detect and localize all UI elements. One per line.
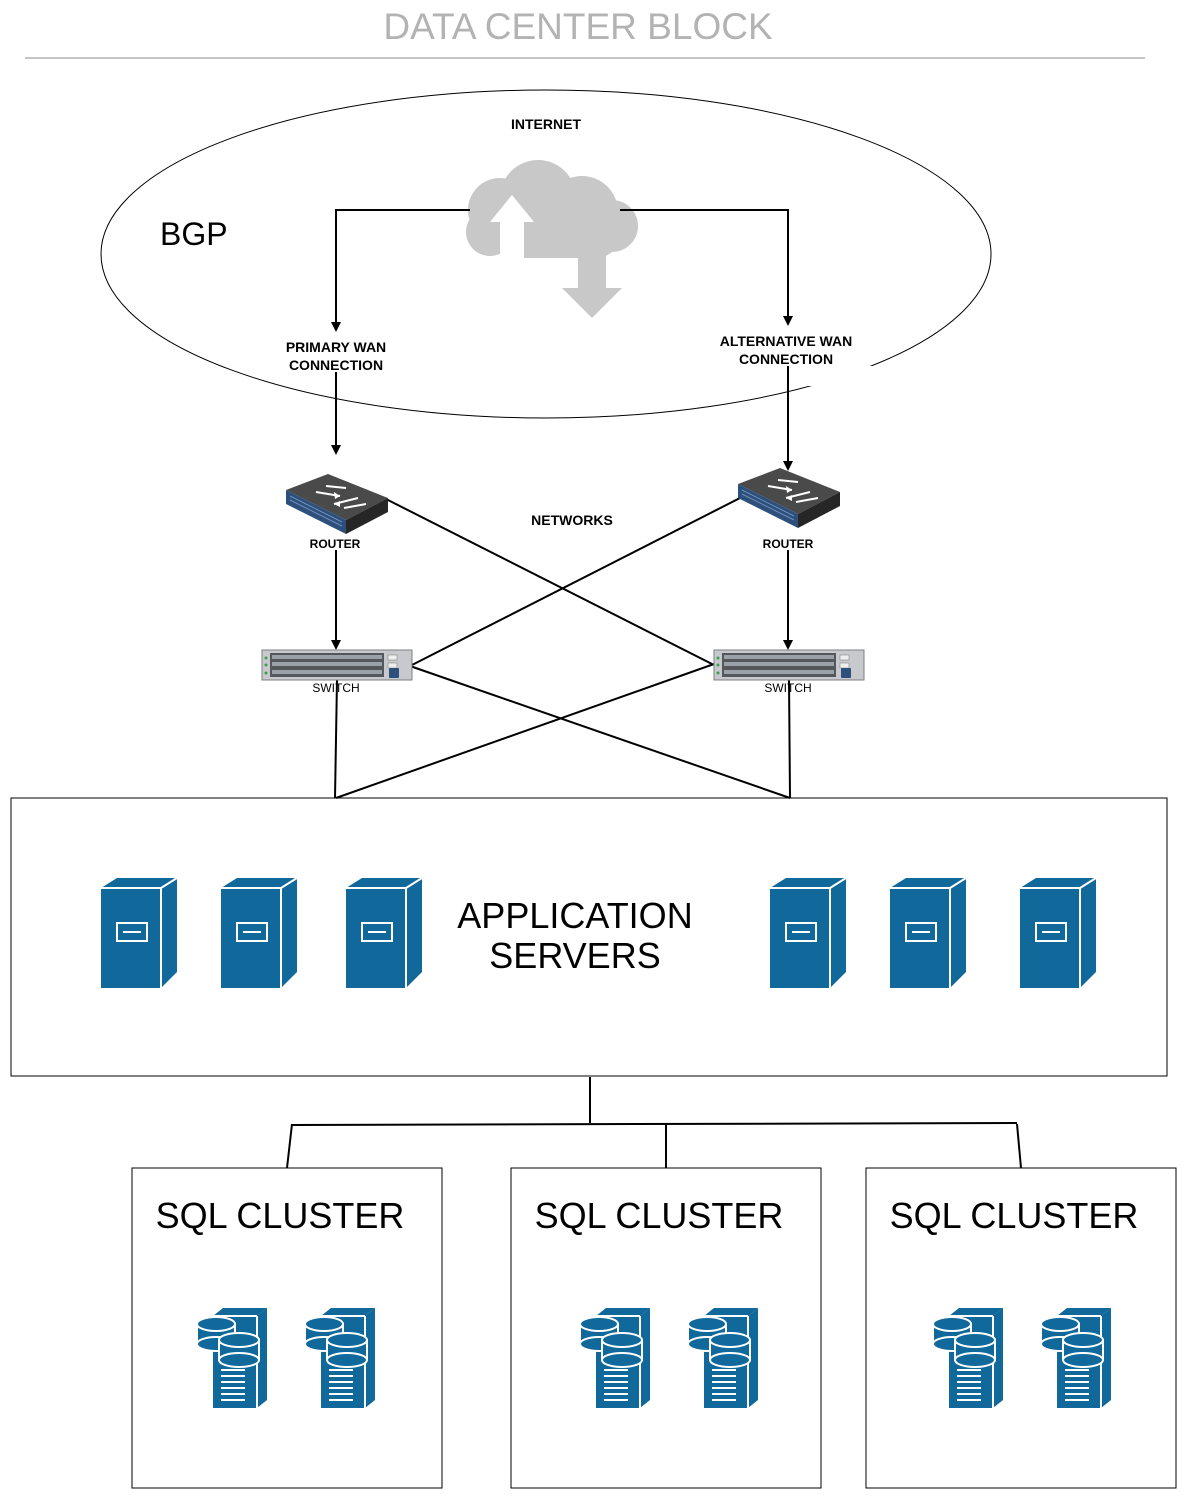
bgp-label: BGP: [160, 216, 228, 252]
router-icon: [737, 467, 841, 529]
alternative-wan-label: ALTERNATIVE WAN CONNECTION: [696, 332, 876, 368]
database-server-icon: [1040, 1307, 1112, 1409]
cluster-bus: [291, 1122, 1018, 1126]
sql-cluster-title: SQL CLUSTER: [155, 1195, 405, 1236]
router-label: ROUTER: [309, 537, 361, 551]
switch-label: SWITCH: [764, 681, 812, 695]
left-switch-to-right-app: [409, 665, 791, 799]
server-tower-icon: [889, 877, 967, 989]
left-switch-to-app: [334, 679, 338, 799]
switch-label: SWITCH: [312, 681, 360, 695]
database-server-icon: [932, 1307, 1004, 1409]
server-tower-icon: [1019, 877, 1097, 989]
primary-wan-label-line1: PRIMARY WAN: [285, 339, 387, 355]
alternative-wan-label-line1: ALTERNATIVE WAN: [719, 333, 853, 349]
primary-wan-link: [331, 209, 470, 332]
server-tower-icon: [345, 877, 423, 989]
internet-boundary: [100, 89, 992, 419]
cluster-3-link: [1016, 1123, 1022, 1169]
switch-icon: [261, 649, 413, 681]
server-tower-icon: [220, 877, 298, 989]
right-switch-to-app: [788, 679, 791, 799]
right-router-to-left-switch: [409, 497, 741, 667]
sql-cluster-box: [510, 1167, 822, 1489]
router-label: ROUTER: [762, 537, 814, 551]
cloud-icon: [466, 160, 638, 318]
sql-cluster-title: SQL CLUSTER: [889, 1195, 1139, 1236]
application-servers-label: APPLICATION SERVERS: [420, 896, 730, 976]
primary-wan-label-line2: CONNECTION: [288, 357, 384, 373]
server-tower-icon: [769, 877, 847, 989]
alternative-wan-label-line2: CONNECTION: [738, 351, 834, 367]
application-servers-box: [10, 797, 1168, 1077]
router-icon: [285, 473, 389, 535]
networks-label: NETWORKS: [531, 512, 613, 528]
sql-cluster-box: [865, 1167, 1177, 1489]
database-server-icon: [304, 1307, 376, 1409]
cluster-1-link: [286, 1123, 293, 1169]
database-server-icon: [579, 1307, 651, 1409]
application-servers-label-line2: SERVERS: [489, 935, 661, 976]
page-title: DATA CENTER BLOCK: [383, 6, 773, 47]
database-server-icon: [196, 1307, 268, 1409]
left-router-to-right-switch: [383, 497, 713, 665]
switch-icon: [713, 649, 865, 681]
database-server-icon: [687, 1307, 759, 1409]
internet-label: INTERNET: [511, 116, 581, 132]
sql-cluster-box: [131, 1167, 443, 1489]
primary-wan-label: PRIMARY WAN CONNECTION: [256, 338, 416, 374]
application-servers-label-line1: APPLICATION: [457, 895, 693, 936]
sql-cluster-title: SQL CLUSTER: [534, 1195, 784, 1236]
server-tower-icon: [100, 877, 178, 989]
alternative-wan-link: [620, 209, 793, 326]
right-switch-to-left-app: [335, 663, 715, 799]
